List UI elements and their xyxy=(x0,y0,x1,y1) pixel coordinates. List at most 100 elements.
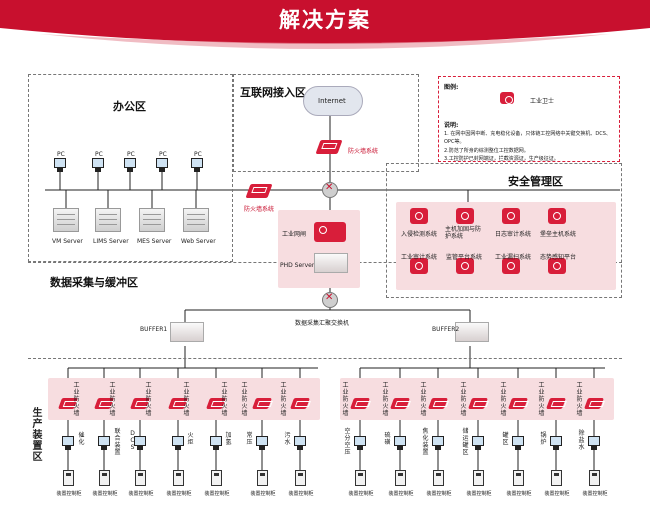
production-zone-label: 生产装置区 xyxy=(32,408,43,463)
web-server-icon xyxy=(183,208,209,232)
control-cabinet-icon xyxy=(473,470,484,486)
prod-pc-icon xyxy=(210,436,222,450)
production-zone xyxy=(28,358,622,518)
mes-server-label: MES Server xyxy=(137,238,172,245)
internet-cloud-icon xyxy=(303,86,363,116)
collection-switch-label: 数据采集汇聚交换机 xyxy=(295,320,350,327)
security-app-label: 主机加固与防护系统 xyxy=(445,226,482,240)
prod-fw-label: 工业防火墙 xyxy=(460,382,467,417)
control-cabinet-icon xyxy=(589,470,600,486)
prod-unit-label: 联合装置 xyxy=(114,428,121,456)
security-app-label: 监管平台系统 xyxy=(446,254,483,261)
security-app-label: 日志审计系统 xyxy=(495,231,532,238)
control-cabinet-icon xyxy=(551,470,562,486)
cabinet-label: 装置控制柜 xyxy=(166,491,192,497)
supervision-platform-icon xyxy=(456,258,474,274)
security-app-label: 入侵检测系统 xyxy=(401,231,438,238)
buffer2-label: BUFFER2 xyxy=(432,326,460,333)
legend-box xyxy=(438,76,620,162)
office-pc-icon xyxy=(156,158,168,172)
control-cabinet-icon xyxy=(355,470,366,486)
buffer1-icon xyxy=(170,322,204,342)
prod-pc-icon xyxy=(512,436,524,450)
office-zone xyxy=(28,74,233,262)
lims-server-icon xyxy=(95,208,121,232)
internet-access-zone-label: 互联网接入区 xyxy=(240,86,306,99)
cabinet-label: 装置控制柜 xyxy=(204,491,230,497)
firewall-top-label: 防火墙系统 xyxy=(348,148,379,155)
buffer2-icon xyxy=(455,322,489,342)
prod-pc-icon xyxy=(472,436,484,450)
prod-unit-label: 火炬 xyxy=(187,432,194,446)
vm-server-label: VM Server xyxy=(52,238,83,245)
prod-unit-label: 除盐水 xyxy=(578,430,585,451)
prod-unit-label: DCS xyxy=(130,430,135,451)
office-pc-icon xyxy=(92,158,104,172)
prod-unit-label: 储运罐区 xyxy=(462,428,469,456)
cabinet-label: 装置控制柜 xyxy=(92,491,118,497)
security-app-label: 工业漏扫系统 xyxy=(495,254,532,261)
gateway-label: 工业网闸 xyxy=(282,231,307,238)
prod-fw-label: 工业防火墙 xyxy=(73,382,80,417)
prod-pc-icon xyxy=(62,436,74,450)
security-mgmt-zone-label: 安全管理区 xyxy=(508,175,563,188)
prod-fw-label: 工业防火墙 xyxy=(342,382,349,417)
prod-fw-label: 工业防火墙 xyxy=(420,382,427,417)
prod-fw-label: 工业防火墙 xyxy=(538,382,545,417)
prod-pc-icon xyxy=(172,436,184,450)
industrial-gateway-icon xyxy=(314,222,346,242)
office-pc-label: PC xyxy=(159,151,167,158)
office-pc-label: PC xyxy=(95,151,103,158)
prod-pc-icon xyxy=(98,436,110,450)
prod-pc-icon xyxy=(550,436,562,450)
cabinet-label: 装置控制柜 xyxy=(250,491,276,497)
prod-fw-label: 工业防火墙 xyxy=(500,382,507,417)
prod-pc-icon xyxy=(354,436,366,450)
bastion-host-icon xyxy=(548,208,566,224)
cabinet-label: 装置控制柜 xyxy=(128,491,154,497)
control-cabinet-icon xyxy=(433,470,444,486)
office-zone-label: 办公区 xyxy=(113,100,146,113)
cabinet-label: 装置控制柜 xyxy=(426,491,452,497)
legend-note-3: 3.工控防护已封网端证，拦截资源证，生产级征证。 xyxy=(444,156,559,162)
legend-title: 图例: xyxy=(444,84,459,91)
prod-fw-label: 工业防火墙 xyxy=(145,382,152,417)
lims-server-label: LIMS Server xyxy=(93,238,129,245)
prod-fw-label: 工业防火墙 xyxy=(241,382,248,417)
web-server-label: Web Server xyxy=(181,238,216,245)
office-pc-label: PC xyxy=(127,151,135,158)
prod-fw-label: 工业防火墙 xyxy=(576,382,583,417)
prod-unit-label: 污水 xyxy=(284,432,291,446)
banner-background xyxy=(0,0,650,49)
cabinet-label: 装置控制柜 xyxy=(388,491,414,497)
prod-fw-label: 工业防火墙 xyxy=(382,382,389,417)
firewall-left-label: 防火墙系统 xyxy=(244,206,275,213)
legend-item: 工业卫士 xyxy=(530,98,555,105)
prod-pc-icon xyxy=(432,436,444,450)
office-pc-icon xyxy=(124,158,136,172)
vulnerability-scan-icon xyxy=(502,258,520,274)
page-title: 解决方案 xyxy=(279,8,371,32)
prod-pc-icon xyxy=(588,436,600,450)
prod-unit-label: 焦化装置 xyxy=(422,428,429,456)
internet-label: Internet xyxy=(318,97,346,105)
security-app-label: 堡垒主机系统 xyxy=(540,231,577,238)
prod-pc-icon xyxy=(134,436,146,450)
cabinet-label: 装置控制柜 xyxy=(582,491,608,497)
cabinet-label: 装置控制柜 xyxy=(506,491,532,497)
control-cabinet-icon xyxy=(99,470,110,486)
office-pc-icon xyxy=(191,158,203,172)
cabinet-label: 装置控制柜 xyxy=(544,491,570,497)
cabinet-label: 装置控制柜 xyxy=(56,491,82,497)
prod-pc-icon xyxy=(394,436,406,450)
legend-note-2: 2.防范了所身的综测整位工控数据网。 xyxy=(444,148,529,154)
collection-switch-icon xyxy=(322,292,338,308)
prod-fw-label: 工业防火墙 xyxy=(183,382,190,417)
log-audit-icon xyxy=(502,208,520,224)
legend-note-1: 1. 在网中因网中断、充电稳化设备，只体链工控网络中关键交换机、DCS、OPC等… xyxy=(444,131,611,145)
security-mgmt-zone xyxy=(386,163,622,298)
control-cabinet-icon xyxy=(395,470,406,486)
prod-unit-label: 硫磺 xyxy=(384,432,391,446)
buffer1-label: BUFFER1 xyxy=(140,326,168,333)
internet-access-zone xyxy=(233,74,419,172)
